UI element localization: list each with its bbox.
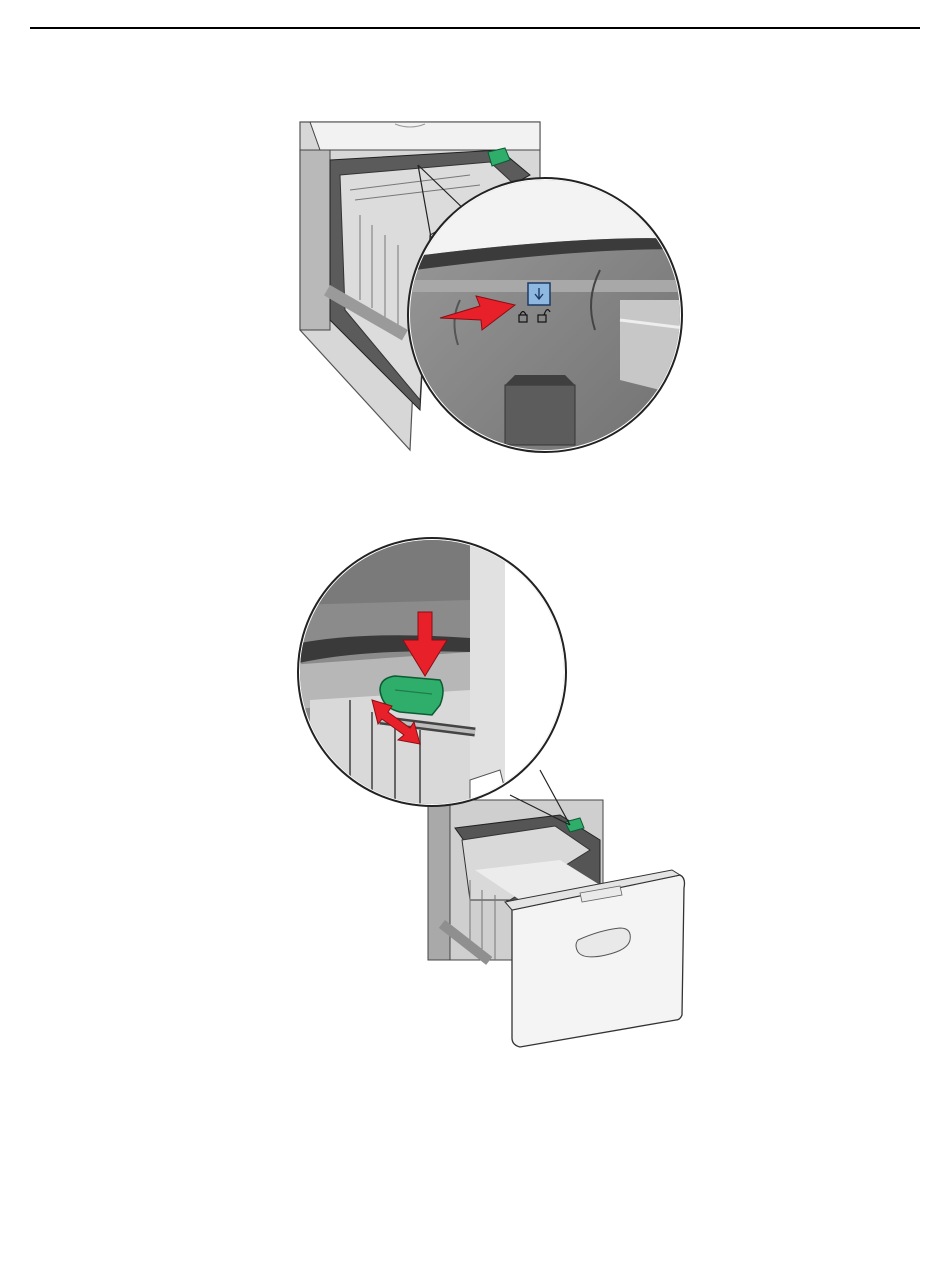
open-tray-drawer [505,870,685,1047]
